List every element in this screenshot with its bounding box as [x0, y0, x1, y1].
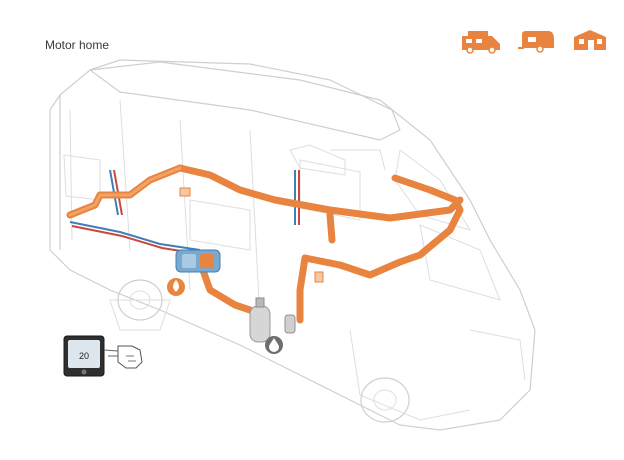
vehicle-type-selector	[460, 28, 610, 54]
warm-air-ducts	[66, 164, 464, 324]
wheel-rear	[117, 279, 163, 321]
control-panel-display: 20	[79, 351, 89, 361]
air-outlet	[179, 187, 324, 283]
control-panel: 20	[63, 335, 105, 377]
mobile-home-icon[interactable]	[570, 28, 610, 54]
motorhome-outline	[49, 59, 536, 431]
motorhome-icon[interactable]	[460, 28, 502, 54]
flame-icon	[167, 278, 185, 296]
page-title: Motor home	[45, 38, 110, 52]
caravan-icon[interactable]	[516, 28, 558, 54]
water-drop-icon	[265, 336, 283, 354]
touch-hand-icon	[103, 345, 143, 369]
combi-heater	[175, 249, 221, 273]
wheel-front	[360, 377, 410, 423]
water-pump	[284, 314, 296, 334]
water-pipes	[69, 169, 300, 255]
gas-cylinder	[249, 297, 271, 343]
